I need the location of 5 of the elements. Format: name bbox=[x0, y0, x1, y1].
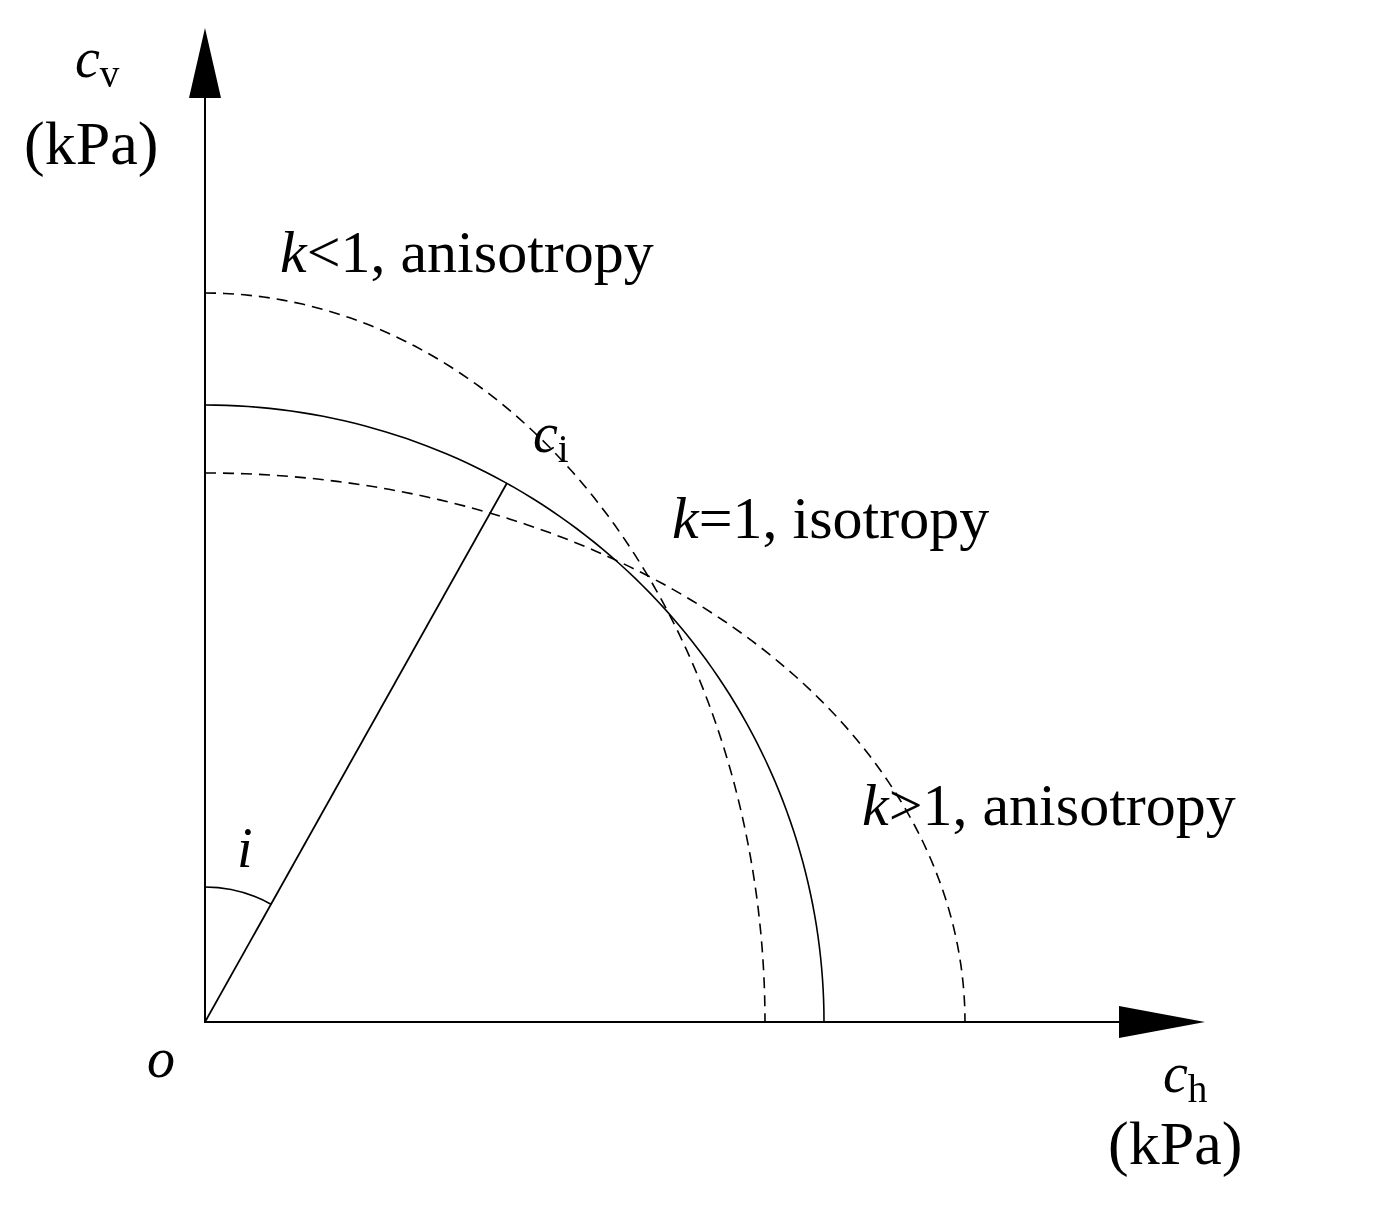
axis-label: c$_{v}$ bbox=[75, 30, 120, 93]
angle-label: i bbox=[237, 820, 253, 876]
point-label: c$_{i}$ bbox=[533, 405, 569, 468]
axis-label: c$_{h}$ bbox=[1163, 1045, 1208, 1108]
origin-label: o bbox=[147, 1030, 175, 1086]
